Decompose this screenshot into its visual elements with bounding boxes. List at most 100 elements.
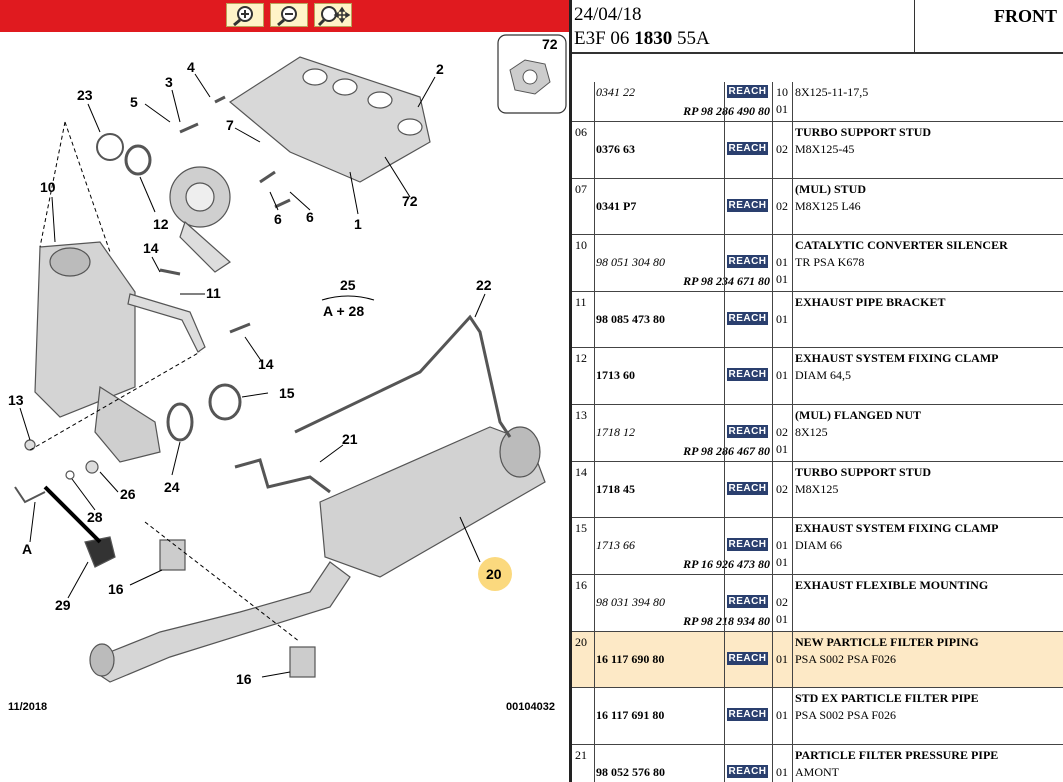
reach-badge[interactable]: REACH — [727, 142, 768, 155]
reach-badge[interactable]: REACH — [727, 482, 768, 495]
column-divider — [772, 745, 773, 782]
row-ref: 15 — [575, 521, 587, 535]
column-divider — [594, 688, 595, 744]
zoom-pan-button[interactable] — [314, 3, 352, 27]
row-desc: (MUL) FLANGED NUT — [795, 408, 921, 422]
column-divider — [594, 179, 595, 234]
callout-14b[interactable]: 14 — [258, 356, 274, 372]
callout-11[interactable]: 11 — [206, 285, 221, 301]
callout-a[interactable]: A — [22, 541, 32, 557]
row-sub: AMONT — [795, 765, 839, 779]
row-quantity: 02 — [776, 595, 788, 609]
callout-6a[interactable]: 6 — [274, 211, 282, 227]
reach-badge[interactable]: REACH — [727, 85, 768, 98]
zoom-in-button[interactable] — [226, 3, 264, 27]
row-ref: 07 — [575, 182, 587, 196]
callout-16a[interactable]: 16 — [108, 581, 124, 597]
callout-15[interactable]: 15 — [279, 385, 295, 401]
row-quantity-alt: 01 — [776, 555, 788, 569]
row-desc: EXHAUST FLEXIBLE MOUNTING — [795, 578, 989, 592]
part-number: 16 117 690 80 — [596, 652, 665, 666]
callout-6b[interactable]: 6 — [306, 209, 314, 225]
column-divider — [724, 82, 725, 121]
reach-badge[interactable]: REACH — [727, 538, 768, 551]
column-divider — [724, 405, 725, 461]
callout-7[interactable]: 7 — [226, 117, 234, 133]
reach-badge[interactable]: REACH — [727, 652, 768, 665]
callout-72[interactable]: 72 — [402, 193, 418, 209]
callout-20[interactable]: 20 — [486, 566, 502, 582]
column-divider — [594, 745, 595, 782]
reach-badge[interactable]: REACH — [727, 425, 768, 438]
header-code-b: 1830 — [634, 28, 673, 49]
callout-26[interactable]: 26 — [120, 486, 136, 502]
zoom-in-icon — [233, 6, 253, 27]
replacement-part-number: RP 98 286 490 80 — [683, 104, 770, 118]
row-sub: 8X125 — [795, 425, 828, 439]
callout-22[interactable]: 22 — [476, 277, 492, 293]
callout-5[interactable]: 5 — [130, 94, 138, 110]
callout-14a[interactable]: 14 — [143, 240, 159, 256]
column-divider — [792, 462, 793, 517]
row-quantity: 01 — [776, 368, 788, 382]
reach-badge[interactable]: REACH — [727, 199, 768, 212]
column-divider — [594, 348, 595, 404]
callout-2[interactable]: 2 — [436, 61, 444, 77]
reach-badge[interactable]: REACH — [727, 255, 768, 268]
panel-divider[interactable] — [569, 0, 572, 782]
callout-21[interactable]: 21 — [342, 431, 358, 447]
callout-13[interactable]: 13 — [8, 392, 24, 408]
part-number: 0376 63 — [596, 142, 635, 156]
callout-23[interactable]: 23 — [77, 87, 93, 103]
row-ref: 13 — [575, 408, 587, 422]
callout-12[interactable]: 12 — [153, 216, 169, 232]
part-number: 1718 45 — [596, 482, 635, 496]
header-code: E3F 06 1830 55A — [574, 28, 710, 50]
callout-16b[interactable]: 16 — [236, 671, 252, 687]
row-sub: TR PSA K678 — [795, 255, 865, 269]
reach-badge[interactable]: REACH — [727, 595, 768, 608]
callout-10[interactable]: 10 — [40, 179, 56, 195]
part-number: 0341 22 — [596, 85, 635, 99]
column-divider — [792, 518, 793, 574]
callout-29[interactable]: 29 — [55, 597, 71, 613]
column-divider — [772, 405, 773, 461]
column-divider — [792, 745, 793, 782]
reach-badge[interactable]: REACH — [727, 368, 768, 381]
callout-1[interactable]: 1 — [354, 216, 362, 232]
exhaust-diagram: 23 3 4 5 2 7 10 12 6 6 1 72 14 11 14 13 … — [8, 34, 567, 713]
reach-badge[interactable]: REACH — [727, 312, 768, 325]
reach-badge[interactable]: REACH — [727, 765, 768, 778]
row-quantity: 01 — [776, 708, 788, 722]
reach-badge[interactable]: REACH — [727, 708, 768, 721]
row-quantity-alt: 01 — [776, 272, 788, 286]
row-sub: DIAM 66 — [795, 538, 842, 552]
part-number: 98 085 473 80 — [596, 312, 665, 326]
highlight-20-marker[interactable] — [478, 557, 512, 591]
callout-28[interactable]: 28 — [87, 509, 103, 525]
callout-4[interactable]: 4 — [187, 59, 195, 75]
column-divider — [792, 292, 793, 347]
row-ref: 20 — [575, 635, 587, 649]
row-sub: PSA S002 PSA F026 — [795, 708, 897, 722]
callout-24[interactable]: 24 — [164, 479, 180, 495]
column-divider — [724, 632, 725, 687]
callout-3[interactable]: 3 — [165, 74, 173, 90]
column-divider — [724, 235, 725, 291]
zoom-out-button[interactable] — [270, 3, 308, 27]
column-divider — [772, 122, 773, 178]
row-ref: 06 — [575, 125, 587, 139]
